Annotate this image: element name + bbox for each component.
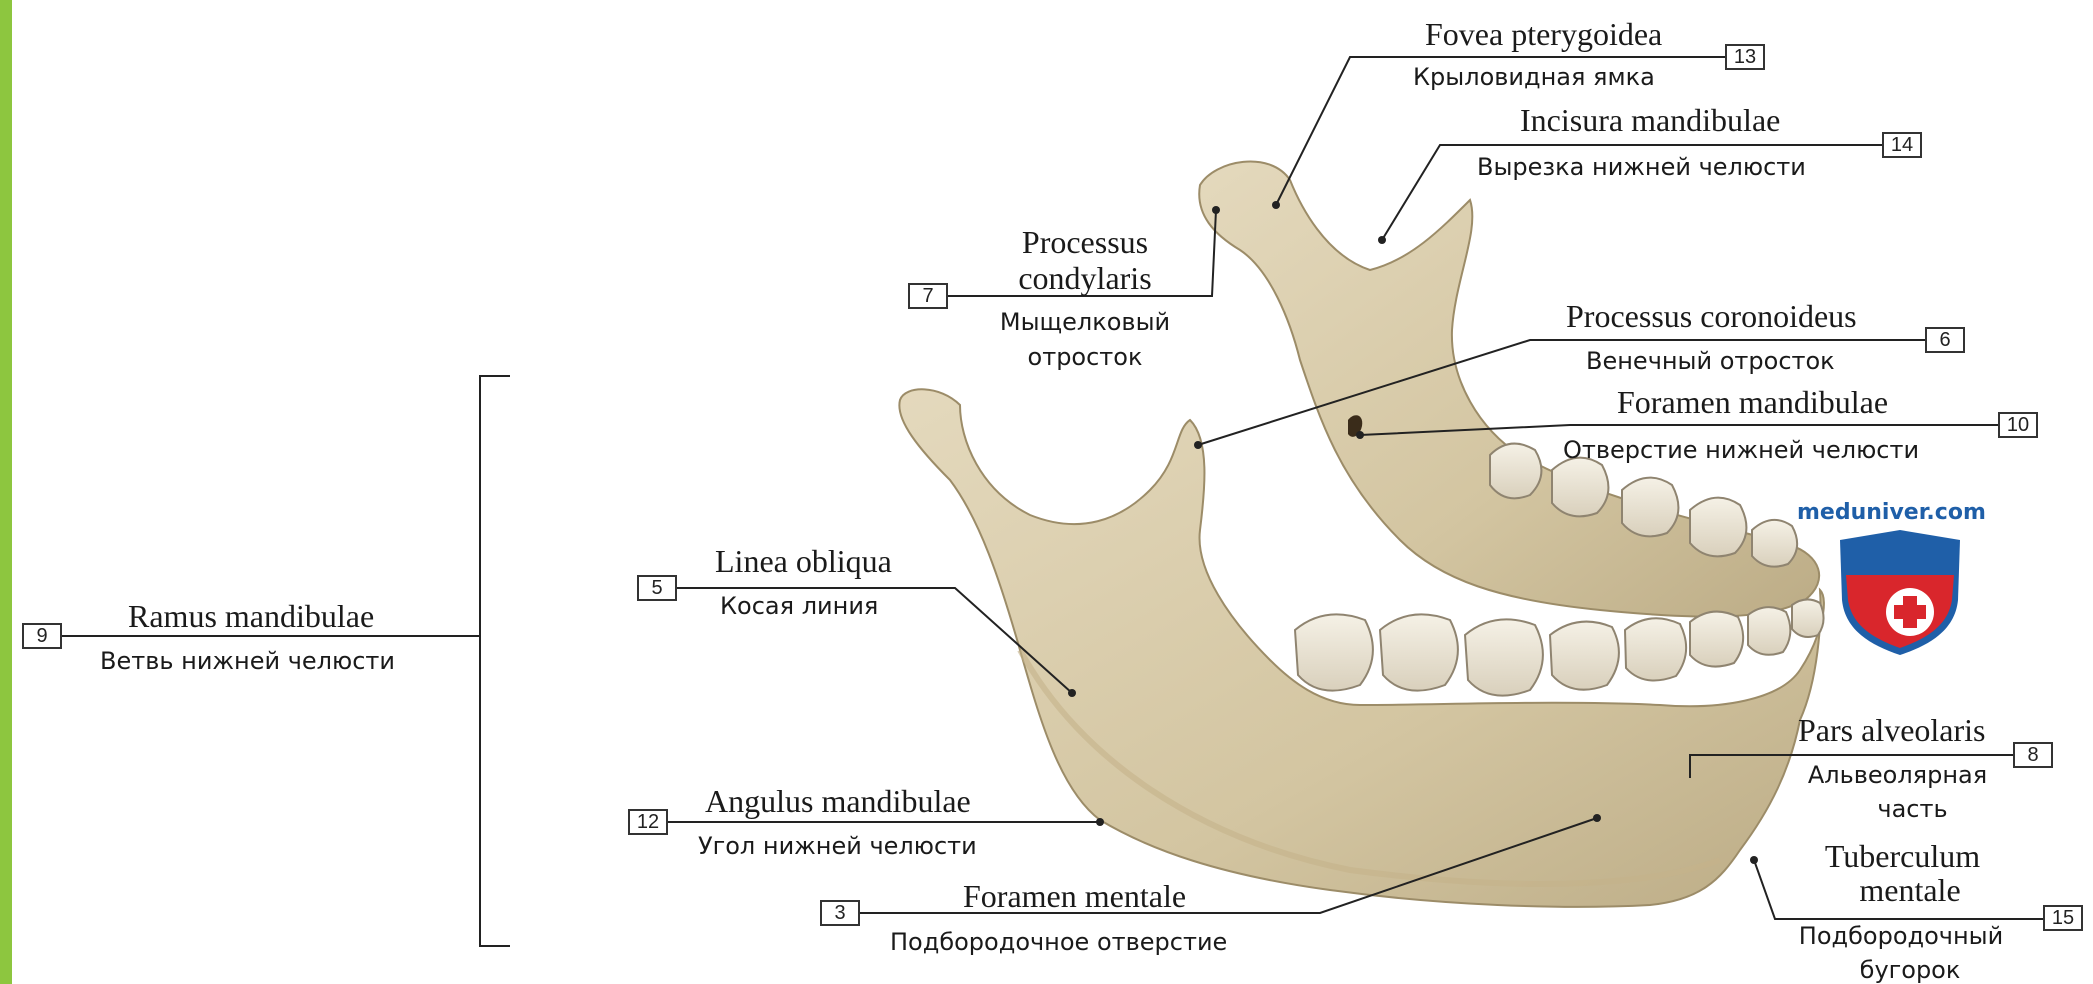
label-foramen-mentale-lat: Foramen mentale [963,880,1186,912]
label-processus-condylaris-lat2: condylaris [1005,262,1165,294]
label-processus-coronoideus-rus: Венечный отросток [1586,349,1835,373]
number-15: 15 [2043,905,2083,931]
label-pars-alveolaris-rus1: Альвеолярная [1790,763,2005,787]
label-foramen-mandibulae-rus: Отверстие нижней челюсти [1563,438,1919,462]
label-linea-obliqua-rus: Косая линия [720,594,878,618]
label-pars-alveolaris-rus2: часть [1820,797,2005,821]
label-tuberculum-mentale-rus2: бугорок [1835,958,1985,982]
label-foramen-mentale-rus: Подбородочное отверстие [890,930,1227,954]
label-incisura-mandibulae-rus: Вырезка нижней челюсти [1477,155,1806,179]
number-9: 9 [22,623,62,649]
number-6: 6 [1925,327,1965,353]
number-3: 3 [820,900,860,926]
label-fovea-pterygoidea-lat: Fovea pterygoidea [1425,18,1662,50]
label-processus-condylaris-rus2: отросток [985,345,1185,369]
label-foramen-mandibulae-lat: Foramen mandibulae [1617,386,1888,418]
label-fovea-pterygoidea-rus: Крыловидная ямка [1413,65,1655,89]
number-8: 8 [2013,742,2053,768]
watermark-site[interactable]: meduniver.com [1797,500,1986,525]
label-processus-condylaris-lat1: Processus [1010,226,1160,258]
label-tuberculum-mentale-rus1: Подбородочный [1782,924,2020,948]
label-ramus-mandibulae-lat: Ramus mandibulae [128,600,374,632]
number-10: 10 [1998,412,2038,438]
label-tuberculum-mentale-lat2: mentale [1815,874,2005,906]
number-13: 13 [1725,44,1765,70]
label-angulus-mandibulae-lat: Angulus mandibulae [705,785,971,817]
number-7: 7 [908,283,948,309]
label-pars-alveolaris-lat: Pars alveolaris [1798,714,1986,746]
shield-cross-icon [1840,530,1960,655]
number-5: 5 [637,575,677,601]
number-12: 12 [628,809,668,835]
label-processus-condylaris-rus1: Мыщелковый [975,310,1195,334]
label-tuberculum-mentale-lat1: Tuberculum [1800,840,2005,872]
label-incisura-mandibulae-lat: Incisura mandibulae [1520,104,1780,136]
label-ramus-mandibulae-rus: Ветвь нижней челюсти [100,649,395,673]
number-14: 14 [1882,132,1922,158]
label-linea-obliqua-lat: Linea obliqua [715,545,892,577]
label-angulus-mandibulae-rus: Угол нижней челюсти [698,834,977,858]
label-processus-coronoideus-lat: Processus coronoideus [1566,300,1857,332]
